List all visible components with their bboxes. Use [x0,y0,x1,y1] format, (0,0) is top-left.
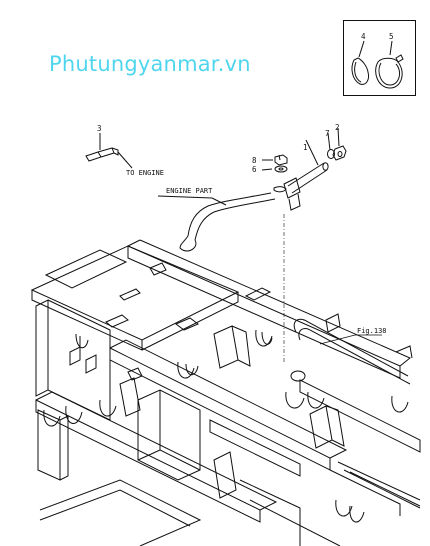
part-3-bolt [85,133,133,169]
callout-7: 7 [325,129,330,138]
chassis-frame [30,239,421,546]
part-8-nut [262,154,288,166]
callout-2: 2 [335,123,340,132]
callout-3: 3 [97,124,102,133]
inset-box [343,20,416,96]
callout-8: 8 [252,156,257,165]
label-fig-ref: Fig.138 [357,327,387,335]
part-2-nut [332,127,347,161]
label-to-engine: TO ENGINE [126,169,164,177]
inset-clamps [351,40,404,89]
part-7-washer [327,132,335,159]
callout-1: 1 [303,143,308,152]
callout-4: 4 [361,32,366,41]
engine-hose [157,192,276,252]
callout-5: 5 [389,32,394,41]
part-6-washer [261,165,288,173]
part-1-pipe [273,139,329,211]
callout-6: 6 [252,165,257,174]
label-engine-part: ENGINE PART [166,187,213,195]
watermark-text: Phutungyanmar.vn [49,52,251,76]
